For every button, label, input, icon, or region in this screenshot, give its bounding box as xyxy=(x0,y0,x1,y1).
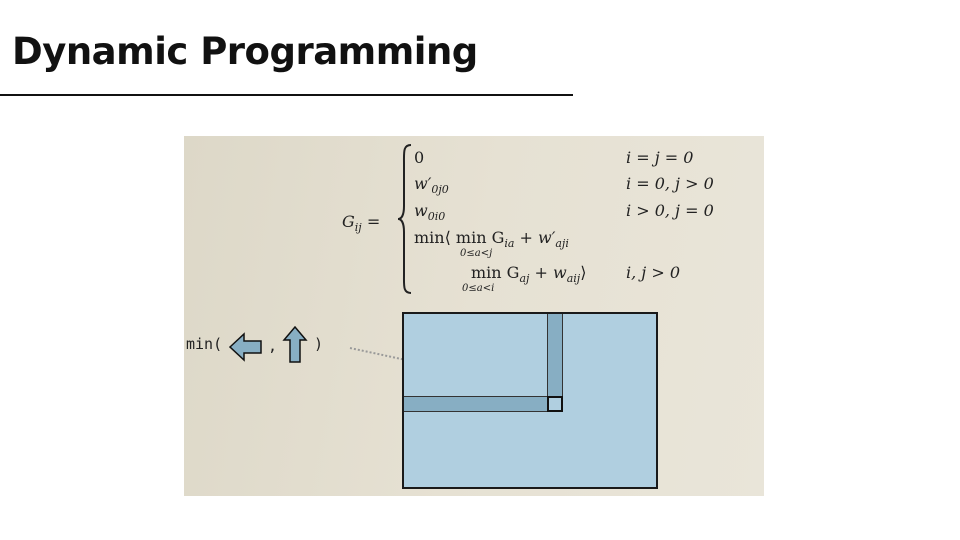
case-1-expr: w′0j0 xyxy=(414,174,449,196)
case-2-cond: i > 0, j = 0 xyxy=(626,201,714,220)
formula-lhs: Gij = xyxy=(342,212,381,234)
brace-icon xyxy=(398,144,412,294)
case-0-expr: 0 xyxy=(414,148,425,167)
case-4-cond: i, j > 0 xyxy=(626,263,681,282)
title-underline xyxy=(0,94,573,96)
case-2-expr: w0i0 xyxy=(414,201,446,223)
dp-matrix xyxy=(402,312,658,489)
comma: , xyxy=(268,337,278,355)
column-bar xyxy=(547,314,563,398)
close-paren: ) xyxy=(314,335,324,353)
min-label: min( xyxy=(186,335,223,353)
figure: Gij = 0 i = j = 0 w′0j0 i = 0, j > 0 w0i… xyxy=(184,136,764,496)
case-1-cond: i = 0, j > 0 xyxy=(626,174,714,193)
case-0-cond: i = j = 0 xyxy=(626,148,694,167)
current-cell xyxy=(547,396,563,412)
up-arrow-icon xyxy=(282,326,308,363)
case-3-expr: min⟨ min Gia + w′aji xyxy=(414,228,569,250)
case-4-expr: min Gaj + waij⟩ xyxy=(471,263,587,285)
case-4-under: 0≤a<i xyxy=(462,283,495,294)
left-arrow-icon xyxy=(229,332,262,362)
case-3-under: 0≤a<j xyxy=(460,248,493,259)
row-bar xyxy=(404,396,547,412)
slide-title: Dynamic Programming xyxy=(12,30,478,73)
